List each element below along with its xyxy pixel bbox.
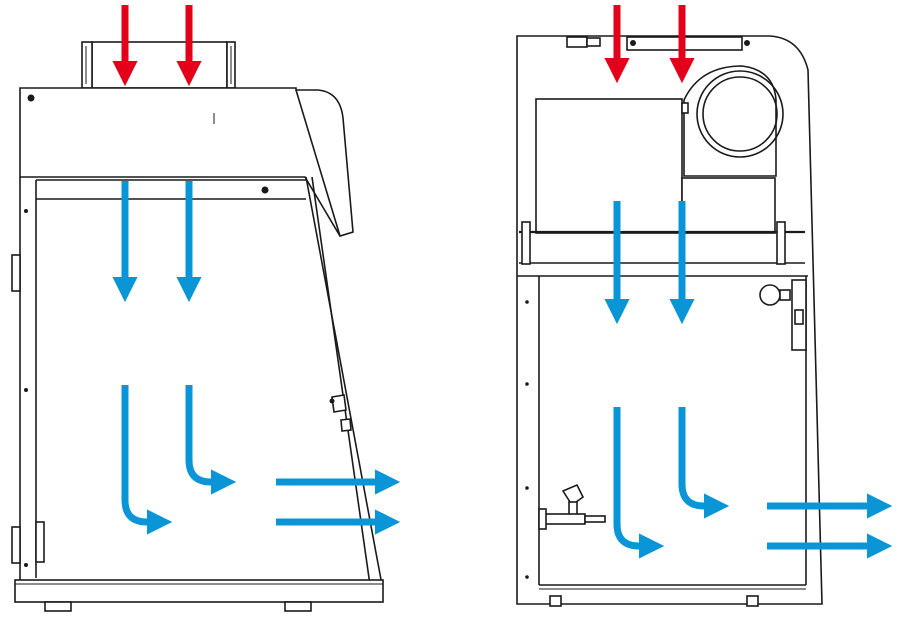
threaded-rod bbox=[776, 221, 786, 265]
top-fitting bbox=[566, 36, 588, 48]
filter-housing bbox=[535, 98, 683, 234]
foot bbox=[284, 601, 312, 612]
curved-flow-arrow bbox=[185, 385, 237, 495]
screw-icon bbox=[261, 186, 269, 194]
fan-inner-ring bbox=[702, 76, 778, 152]
blower-housing bbox=[681, 177, 776, 234]
filter-box-left-flange bbox=[81, 41, 93, 89]
airflow-arrows bbox=[112, 5, 893, 559]
window-latch bbox=[340, 418, 352, 432]
curved-flow-arrow bbox=[613, 407, 665, 559]
cabinet-side-view bbox=[11, 41, 384, 612]
screw-icon bbox=[27, 94, 35, 102]
top-filter-box bbox=[91, 41, 228, 89]
window-latch bbox=[331, 394, 347, 413]
valve-handle-icon bbox=[561, 483, 585, 507]
gas-valve-body bbox=[544, 513, 586, 525]
cabinet-front-view bbox=[516, 35, 823, 607]
fan-icon bbox=[696, 70, 784, 158]
curved-flow-arrow bbox=[678, 407, 730, 519]
foot bbox=[746, 595, 759, 607]
side-hinge bbox=[11, 254, 21, 292]
curved-flow-arrow bbox=[121, 385, 173, 535]
threaded-rod bbox=[521, 221, 531, 265]
foot bbox=[549, 595, 562, 607]
side-hinge bbox=[11, 526, 21, 564]
door-handle bbox=[35, 521, 45, 563]
foot bbox=[44, 601, 72, 612]
gas-nozzle bbox=[584, 515, 606, 523]
knob-icon bbox=[759, 284, 781, 306]
cabinet-base bbox=[14, 579, 384, 603]
